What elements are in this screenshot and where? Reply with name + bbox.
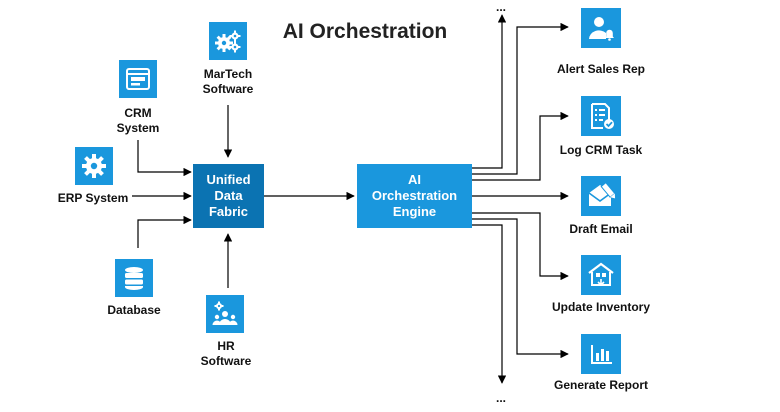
arrow-engine-to-alert xyxy=(472,22,569,175)
arrow-engine-to-report xyxy=(472,218,569,359)
martech-node xyxy=(209,22,247,60)
crm-window-icon xyxy=(126,68,150,90)
generate-report-label: Generate Report xyxy=(553,378,649,392)
update-inventory-node xyxy=(581,255,621,295)
draft-email-label: Draft Email xyxy=(569,222,633,236)
arrow-engine-top-ellipsis xyxy=(472,14,507,169)
log-crm-task-label: Log CRM Task xyxy=(559,143,643,157)
people-gear-icon xyxy=(212,301,238,325)
crm-label: CRM System xyxy=(116,106,160,135)
erp-node xyxy=(75,147,113,185)
arrow-engine-to-inventory xyxy=(472,212,569,281)
generate-report-node xyxy=(581,334,621,374)
log-crm-task-node xyxy=(581,96,621,136)
user-bell-icon xyxy=(589,17,614,41)
alert-sales-rep-label: Alert Sales Rep xyxy=(556,62,646,76)
alert-sales-rep-node xyxy=(581,8,621,48)
gear-icon xyxy=(82,154,106,178)
erp-label: ERP System xyxy=(57,191,129,205)
checklist-icon xyxy=(591,103,614,129)
database-label: Database xyxy=(107,303,161,317)
database-node xyxy=(115,259,153,297)
database-icon xyxy=(125,267,143,290)
hr-label: HR Software xyxy=(200,339,252,368)
bar-chart-icon xyxy=(591,345,612,364)
arrow-database-to-fabric xyxy=(137,215,192,248)
ai-orchestration-engine: AI Orchestration Engine xyxy=(357,164,472,228)
arrow-engine-bottom-ellipsis xyxy=(472,224,507,384)
more-actions-top: ... xyxy=(496,0,507,14)
warehouse-icon xyxy=(588,262,614,287)
hr-node xyxy=(206,295,244,333)
more-actions-bottom: ... xyxy=(496,391,507,405)
arrow-engine-to-log-task xyxy=(472,111,569,181)
email-pencil-icon xyxy=(588,182,616,206)
arrow-crm-to-fabric xyxy=(137,140,192,177)
unified-data-fabric: Unified Data Fabric xyxy=(193,164,264,228)
diagram-title: AI Orchestration xyxy=(282,20,448,43)
draft-email-node xyxy=(581,176,621,216)
update-inventory-label: Update Inventory xyxy=(551,300,650,314)
martech-label: MarTech Software xyxy=(202,67,254,96)
gears-icon xyxy=(215,30,241,53)
crm-node xyxy=(119,60,157,98)
